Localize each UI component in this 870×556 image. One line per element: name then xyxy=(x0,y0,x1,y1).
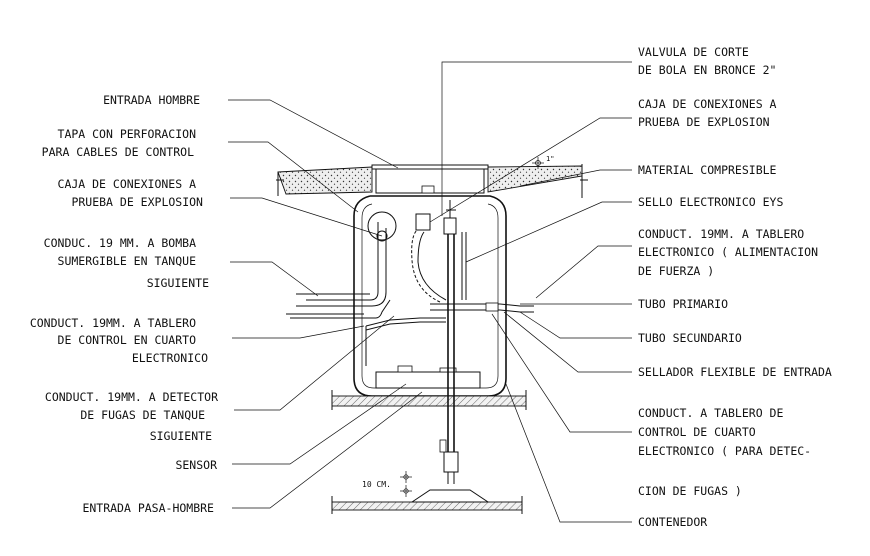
label-conduct-detector: CONDUCT. 19MM. A DETECTOR xyxy=(45,390,218,404)
label-entrada-hombre: ENTRADA HOMBRE xyxy=(103,93,200,107)
label-tapa-perforacion-2: PARA CABLES DE CONTROL xyxy=(42,145,194,159)
label-conduct-tablero-fuerza-2: ELECTRONICO ( ALIMENTACION xyxy=(638,245,818,259)
label-sellador-flexible: SELLADOR FLEXIBLE DE ENTRADA xyxy=(638,365,832,379)
conduits xyxy=(286,200,534,452)
label-tapa-perforacion: TAPA CON PERFORACION xyxy=(58,127,197,141)
label-caja-conexiones-right: CAJA DE CONEXIONES A xyxy=(638,97,777,111)
label-contenedor: CONTENEDOR xyxy=(638,515,707,529)
label-conduc-bomba-3: SIGUIENTE xyxy=(147,276,209,290)
label-tubo-primario: TUBO PRIMARIO xyxy=(638,297,728,311)
label-conduct-detector-2: DE FUGAS DE TANQUE xyxy=(80,408,205,422)
junction-box-left xyxy=(296,211,397,307)
label-conduct-tablero-fugas-3: ELECTRONICO ( PARA DETEC- xyxy=(638,444,811,458)
label-valvula-corte-2: DE BOLA EN BRONCE 2" xyxy=(638,63,776,77)
dimension-10cm: 10 CM. xyxy=(362,480,391,489)
label-conduc-bomba-2: SUMERGIBLE EN TANQUE xyxy=(58,254,197,268)
label-caja-conexiones-left: CAJA DE CONEXIONES A xyxy=(58,177,197,191)
left-label-text: ENTRADA HOMBRE TAPA CON PERFORACION PARA… xyxy=(30,93,218,515)
right-label-text: VALVULA DE CORTE DE BOLA EN BRONCE 2" CA… xyxy=(638,45,832,529)
label-cion-fugas: CION DE FUGAS ) xyxy=(638,484,742,498)
label-tubo-secundario: TUBO SECUNDARIO xyxy=(638,331,742,345)
bottom-slab xyxy=(331,390,527,410)
slope-mark: 1" xyxy=(532,155,554,169)
label-valvula-corte: VALVULA DE CORTE xyxy=(638,45,749,59)
label-entrada-pasa-hombre: ENTRADA PASA-HOMBRE xyxy=(82,501,214,515)
label-caja-conexiones-left-2: PRUEBA DE EXPLOSION xyxy=(71,195,203,209)
sensor-plate xyxy=(375,365,481,389)
label-conduct-tablero-fugas: CONDUCT. A TABLERO DE xyxy=(638,406,783,420)
label-conduc-bomba: CONDUC. 19 MM. A BOMBA xyxy=(44,236,196,250)
label-caja-conexiones-right-2: PRUEBA DE EXPLOSION xyxy=(638,115,770,129)
label-conduct-detector-3: SIGUIENTE xyxy=(150,429,212,443)
label-conduct-tablero-control-3: ELECTRONICO xyxy=(132,351,208,365)
label-conduct-tablero-control: CONDUCT. 19MM. A TABLERO xyxy=(30,316,196,330)
right-leaders xyxy=(429,61,632,523)
label-sensor: SENSOR xyxy=(175,458,217,472)
slope-label: 1" xyxy=(546,155,554,163)
bottom-detail: 10 CM. xyxy=(331,471,523,514)
left-leaders xyxy=(228,99,423,509)
label-conduct-tablero-fugas-2: CONTROL DE CUARTO xyxy=(638,425,756,439)
hanging-connector xyxy=(439,439,459,484)
label-conduct-tablero-fuerza-3: DE FUERZA ) xyxy=(638,264,714,278)
label-conduct-tablero-control-2: DE CONTROL EN CUARTO xyxy=(58,333,197,347)
label-sello-electronico: SELLO ELECTRONICO EYS xyxy=(638,195,783,209)
label-conduct-tablero-fuerza: CONDUCT. 19MM. A TABLERO xyxy=(638,227,804,241)
manhole-lid xyxy=(371,164,489,194)
label-material-compresible: MATERIAL COMPRESIBLE xyxy=(638,163,777,177)
